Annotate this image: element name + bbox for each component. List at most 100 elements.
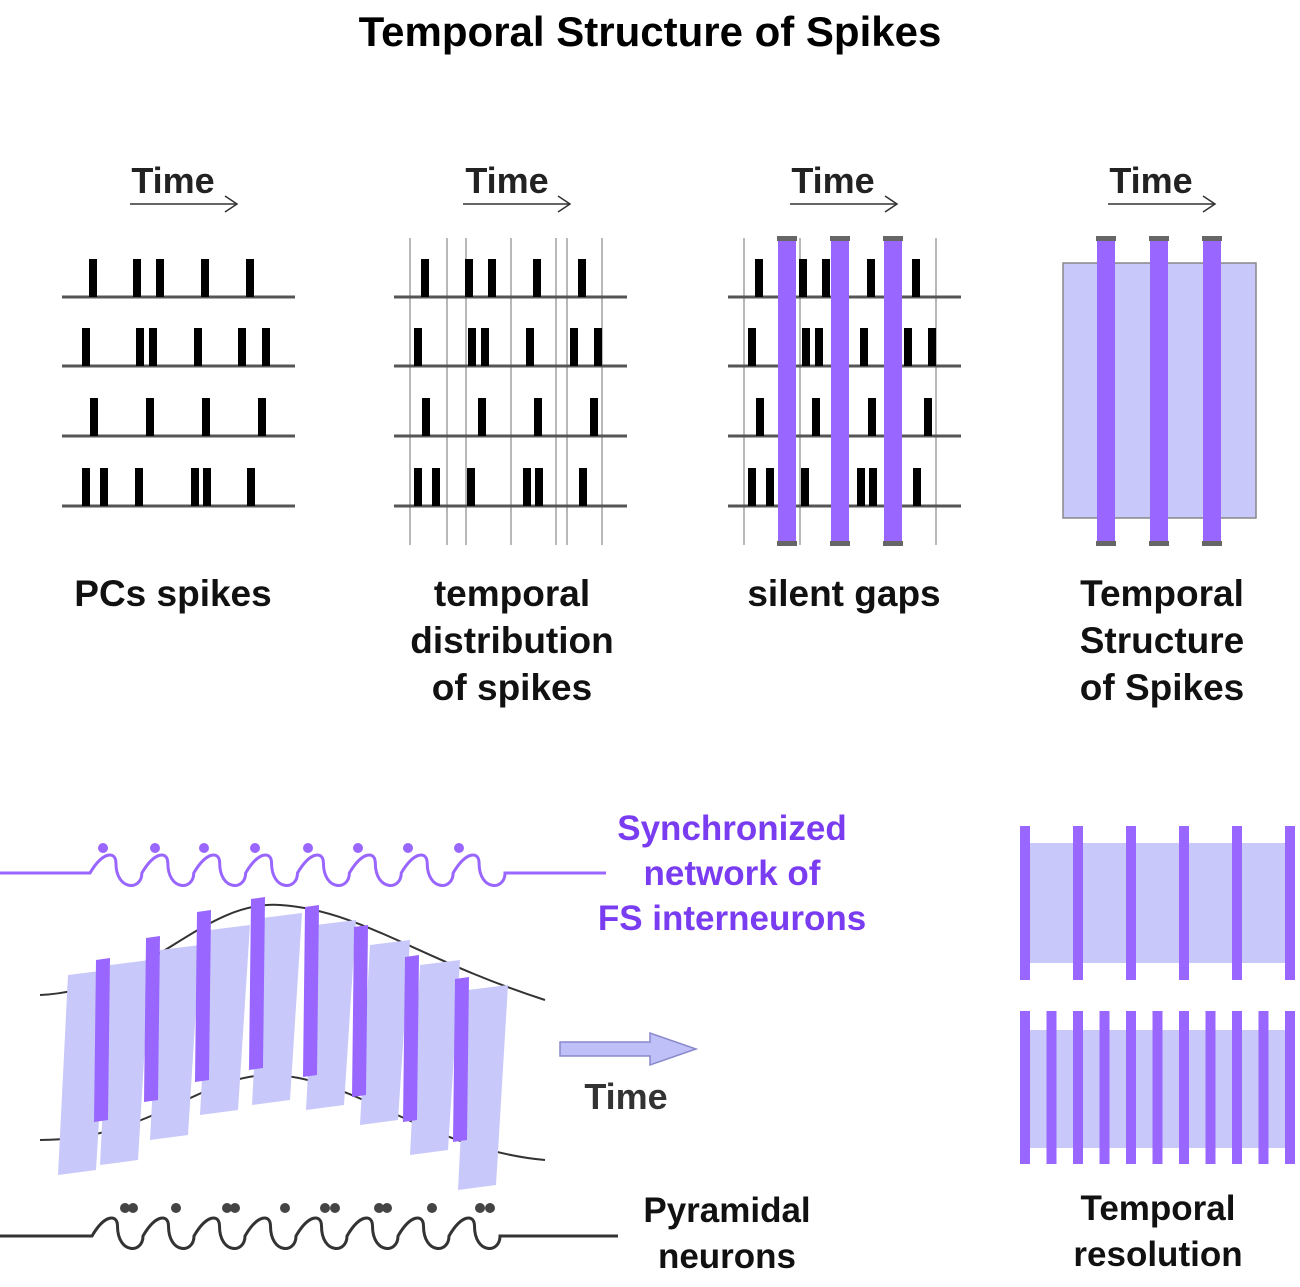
pyramidal-neurons-label: Pyramidal neurons [643, 1191, 811, 1276]
fs-spike-dot-8 [454, 843, 464, 853]
panel-2-spike-4-1 [414, 468, 422, 506]
panel-1-spike-1-4 [201, 259, 209, 297]
panel-1-spike-1-5 [246, 259, 254, 297]
wave-segment-7 [360, 940, 410, 1125]
panel-3-spike-1-2 [799, 259, 807, 297]
panel-2-spike-3-4 [590, 398, 598, 436]
panel-3-spike-4-3 [801, 468, 809, 506]
panel-3-spike-2-5 [904, 328, 912, 366]
time-arrow-head-3 [884, 195, 899, 213]
fs-spike-dot-1 [98, 843, 108, 853]
time-label-panel-3: Time [791, 160, 875, 201]
panel-3-spike-3-1 [756, 398, 764, 436]
panel-2-spike-3-2 [478, 398, 486, 436]
panel-3-spike-1-5 [912, 259, 920, 297]
fs-inhibition-bar-7 [403, 955, 419, 1122]
panel-1-spike-3-1 [90, 398, 98, 436]
panel-1-spike-4-4 [191, 468, 199, 506]
panel-1-spike-2-3 [149, 328, 157, 366]
resolution-coarse-bar-5 [1232, 826, 1242, 980]
resolution-fine-bar-4 [1099, 1011, 1110, 1164]
wave-segment-6 [306, 920, 356, 1110]
panel-2-spike-2-4 [526, 328, 534, 366]
temporal-resolution-label: Temporal resolution [1073, 1189, 1243, 1274]
panel-2-spike-2-5 [570, 328, 578, 366]
panel-1-spike-4-2 [100, 468, 108, 506]
panel-2-spike-4-5 [535, 468, 543, 506]
pyramidal-spike-dot-6 [280, 1203, 290, 1213]
resolution-coarse-band [1024, 843, 1292, 963]
panel-2-spike-4-2 [432, 468, 440, 506]
panel-2-spike-2-3 [481, 328, 489, 366]
panel-2-spike-4-6 [579, 468, 587, 506]
pyramidal-spike-dot-12 [475, 1203, 485, 1213]
temporal-structure-bar-bottom-cap-3 [1202, 541, 1222, 546]
panel-3-spike-4-2 [766, 468, 774, 506]
panel-3-spike-2-2 [802, 328, 810, 366]
figure-title: Temporal Structure of Spikes [358, 8, 942, 55]
panel-1-spike-2-6 [262, 328, 270, 366]
pyramidal-spike-dot-1 [120, 1203, 130, 1213]
resolution-fine-bar-2 [1046, 1011, 1057, 1164]
wave-segment-8 [410, 960, 460, 1155]
panel-2-spike-1-5 [578, 259, 586, 297]
panel-label-temporal-distribution: temporal distribution of spikes [410, 573, 614, 708]
panel-3-spike-4-6 [913, 468, 921, 506]
time-label-panel-4: Time [1109, 160, 1193, 201]
fs-spike-dot-2 [150, 843, 160, 853]
fs-inhibition-bar-3 [195, 910, 211, 1082]
time-arrow-head-4 [1202, 195, 1217, 213]
time-arrow-head-1 [224, 195, 239, 213]
panel-1-spike-4-5 [203, 468, 211, 506]
panel-1-spike-1-2 [133, 259, 141, 297]
panel-2-spike-4-3 [467, 468, 475, 506]
wave-segment-4 [200, 925, 250, 1115]
pyramidal-spike-dot-9 [374, 1203, 384, 1213]
fs-spike-dot-4 [250, 843, 260, 853]
resolution-coarse-bar-4 [1179, 826, 1189, 980]
resolution-fine-bar-11 [1285, 1011, 1295, 1164]
temporal-structure-bar-bottom-cap-1 [1096, 541, 1116, 546]
resolution-fine-bar-5 [1126, 1011, 1136, 1164]
silent-gap-bar-top-cap-1 [777, 236, 797, 241]
panel-label-pcs-spikes: PCs spikes [74, 573, 272, 614]
panel-2-spike-4-4 [523, 468, 531, 506]
panel-2-spike-3-1 [422, 398, 430, 436]
panel-2-spike-2-1 [414, 328, 422, 366]
silent-gap-bar-top-cap-3 [883, 236, 903, 241]
pyramidal-spike-dot-4 [222, 1203, 232, 1213]
panel-2-spike-1-3 [488, 259, 496, 297]
resolution-coarse-bar-6 [1285, 826, 1295, 980]
temporal-structure-bar-2 [1150, 238, 1168, 545]
panel-1-spike-1-1 [89, 259, 97, 297]
panel-1-spike-2-4 [194, 328, 202, 366]
wave-segment-9 [458, 985, 508, 1190]
panel-3-spike-2-4 [860, 328, 868, 366]
fs-inhibition-bar-1 [94, 958, 110, 1122]
panel-3-spike-4-4 [857, 468, 865, 506]
temporal-structure-bar-top-cap-3 [1202, 236, 1222, 241]
silent-gap-bar-bottom-cap-1 [777, 541, 797, 546]
temporal-structure-bar-top-cap-1 [1096, 236, 1116, 241]
panel-1-spike-2-5 [238, 328, 246, 366]
silent-gap-bar-1 [778, 238, 796, 545]
panel-3-spike-3-2 [812, 398, 820, 436]
panel-2-spike-2-2 [468, 328, 476, 366]
panel-3-spike-4-5 [869, 468, 877, 506]
resolution-fine-bar-6 [1152, 1011, 1163, 1164]
resolution-coarse-bar-2 [1073, 826, 1083, 980]
panel-1-spike-4-1 [82, 468, 90, 506]
temporal-structure-bar-top-cap-2 [1149, 236, 1169, 241]
panel-3-spike-1-1 [755, 259, 763, 297]
silent-gap-bar-bottom-cap-2 [830, 541, 850, 546]
panel-2-spike-3-3 [534, 398, 542, 436]
panel-1-spike-3-3 [202, 398, 210, 436]
bottom-time-label: Time [584, 1076, 668, 1117]
panel-2-spike-2-6 [594, 328, 602, 366]
fs-inhibition-bar-4 [249, 897, 265, 1070]
pyramidal-neuron-trace [0, 1216, 618, 1250]
fs-inhibition-bar-8 [453, 977, 469, 1142]
panel-1-spike-3-4 [258, 398, 266, 436]
fs-spike-dot-5 [303, 843, 313, 853]
